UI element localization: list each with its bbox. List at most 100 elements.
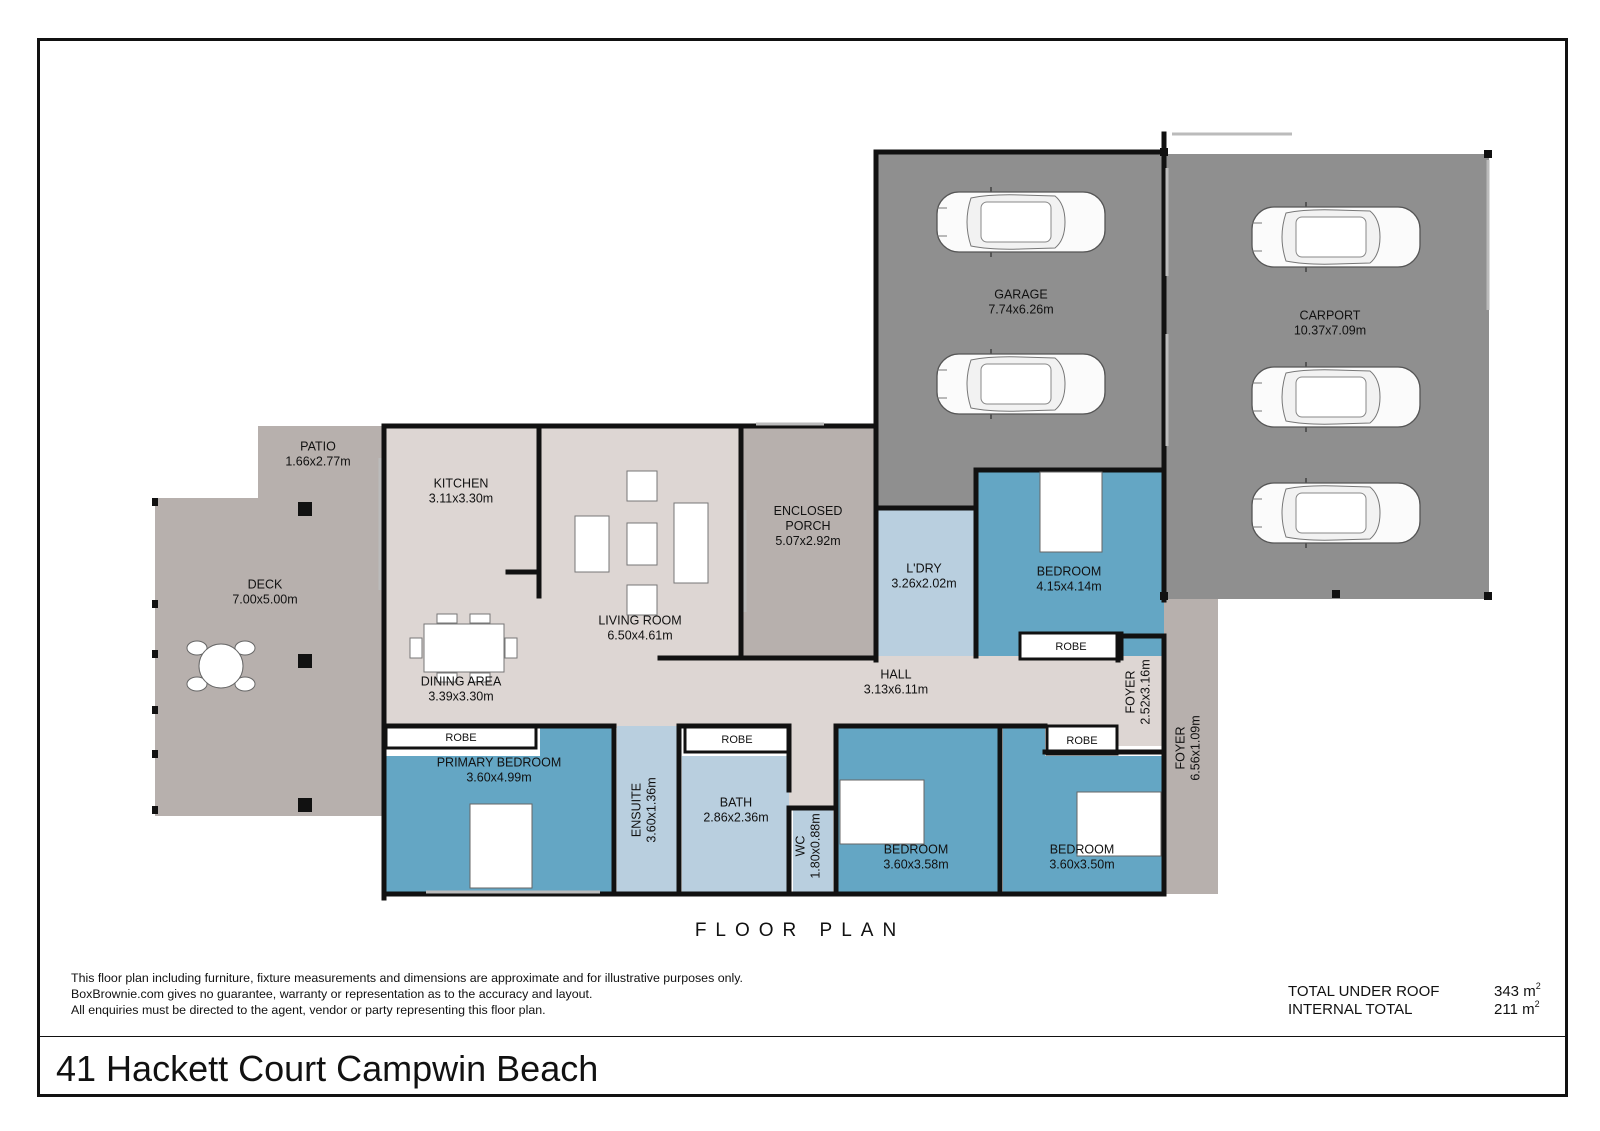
room-dimensions: 6.50x4.61m (607, 629, 672, 643)
room-name: DECK (248, 578, 283, 592)
room-name: BATH (720, 796, 752, 810)
bed-icon (469, 471, 1162, 889)
room-dimensions: 3.13x6.11m (864, 683, 928, 697)
room-name: BEDROOM (884, 843, 949, 857)
room-name: L'DRY (906, 562, 942, 576)
room-dimensions: 1.66x2.77m (285, 455, 350, 469)
robe-label: ROBE (1066, 735, 1097, 747)
car-icon (936, 186, 1106, 258)
living-furniture-icon (574, 470, 709, 616)
room-name: ENCLOSED (774, 504, 843, 518)
room-dimensions: 3.60x4.99m (466, 771, 531, 785)
car-icon (1251, 361, 1421, 433)
room-name: CARPORT (1300, 309, 1361, 323)
room-name: PATIO (300, 440, 336, 454)
room-dimensions: 3.60x3.58m (883, 858, 948, 872)
room-dimensions: 3.60x1.36m (645, 777, 659, 842)
room-name: GARAGE (994, 288, 1048, 302)
room-name: HALL (880, 668, 911, 682)
room-name: LIVING ROOM (598, 614, 681, 628)
deck-table-icon (186, 640, 256, 692)
laundry-floor (874, 510, 974, 656)
under-roof-label: TOTAL UNDER ROOF (1288, 983, 1440, 1000)
room-dimensions: 10.37x7.09m (1294, 324, 1366, 338)
internal-value: 211 m2 (1494, 999, 1540, 1018)
robe-bedroom2 (1018, 631, 1124, 661)
disclaimer-line: This floor plan including furniture, fix… (71, 971, 743, 985)
room-name: KITCHEN (434, 477, 489, 491)
room-dimensions: 4.15x4.14m (1036, 580, 1101, 594)
car-icon (1251, 477, 1421, 549)
room-name: FOYER (1174, 726, 1188, 769)
primary-bedroom-floor-top (540, 726, 614, 758)
plan-frame (37, 38, 1568, 1097)
room-dimensions: 7.74x6.26m (988, 303, 1053, 317)
hall-floor (382, 656, 1164, 728)
bath-floor (682, 756, 789, 894)
porch-floor (741, 426, 874, 658)
wc-floor (793, 808, 833, 894)
room-dimensions: 6.56x1.09m (1189, 715, 1203, 780)
room-dimensions: 3.60x3.50m (1049, 858, 1114, 872)
room-name: BEDROOM (1037, 565, 1102, 579)
property-address: 41 Hackett Court Campwin Beach (56, 1048, 599, 1089)
hall-wc-floor (788, 726, 838, 810)
windows (378, 132, 1490, 894)
room-dimensions: 3.11x3.30m (429, 492, 493, 506)
car-icon (936, 348, 1106, 420)
room-dimensions: 1.80x0.88m (809, 813, 823, 878)
room-dimensions: 3.26x2.02m (891, 577, 956, 591)
bedroom4-floor-top (1003, 726, 1045, 758)
room-name: PRIMARY BEDROOM (437, 756, 562, 770)
walls (381, 131, 1167, 901)
room-name: BEDROOM (1050, 843, 1115, 857)
deck-posts (152, 148, 1492, 814)
robe-label: ROBE (721, 734, 752, 746)
room-dimensions: 2.86x2.36m (703, 811, 768, 825)
deck-area (155, 498, 384, 816)
foyer-side-area (1164, 599, 1218, 894)
room-dimensions: 5.07x2.92m (775, 534, 840, 548)
car-icon (1251, 201, 1421, 273)
dining-table-icon (409, 613, 518, 683)
room-name: PORCH (785, 519, 830, 533)
room-name: ENSUITE (630, 783, 644, 837)
room-name: FOYER (1124, 670, 1138, 713)
disclaimer: This floor plan including furniture, fix… (71, 970, 743, 1018)
robe-label: ROBE (1055, 641, 1086, 653)
internal-label: INTERNAL TOTAL (1288, 1001, 1413, 1018)
robe-label: ROBE (445, 732, 476, 744)
room-name: DINING AREA (421, 675, 502, 689)
room-dimensions: 2.52x3.16m (1139, 659, 1153, 724)
robe-bedroom4 (1045, 724, 1119, 756)
ensuite-floor (617, 726, 679, 894)
plan-title: FLOOR PLAN (694, 920, 906, 941)
address-divider (37, 1036, 1568, 1037)
room-dimensions: 7.00x5.00m (232, 593, 297, 607)
patio-area (258, 426, 382, 500)
room-name: WC (794, 836, 808, 857)
disclaimer-line: All enquiries must be directed to the ag… (71, 1003, 546, 1017)
under-roof-value: 343 m2 (1494, 981, 1541, 1000)
disclaimer-line: BoxBrownie.com gives no guarantee, warra… (71, 987, 593, 1001)
room-dimensions: 3.39x3.30m (428, 690, 493, 704)
